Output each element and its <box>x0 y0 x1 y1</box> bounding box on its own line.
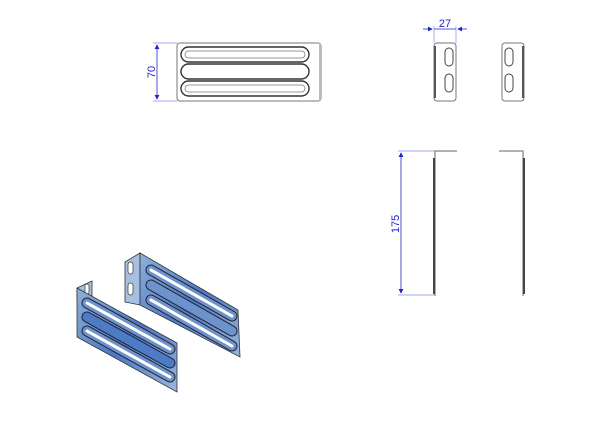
dimension-depth: 27 <box>423 18 467 43</box>
front-view: 70 <box>146 42 322 102</box>
left-top-view: 175 <box>390 150 457 296</box>
end-slot <box>504 47 514 67</box>
left-end-view: 27 <box>423 18 467 102</box>
right-end-view <box>501 42 525 102</box>
end-slot <box>444 47 454 67</box>
front-slot <box>180 63 310 80</box>
dimension-height: 70 <box>146 42 177 102</box>
dimension-height-label: 70 <box>146 66 158 78</box>
dimension-length-label: 175 <box>390 215 402 233</box>
front-slot <box>180 46 310 63</box>
iso-bracket-front <box>76 280 178 393</box>
right-top-view <box>499 150 525 296</box>
dimension-length: 175 <box>390 150 435 296</box>
isometric-view <box>76 252 241 393</box>
front-slot <box>180 80 310 97</box>
iso-bracket-back <box>124 252 241 358</box>
end-slot <box>504 73 514 93</box>
end-slot <box>444 73 454 93</box>
dimension-depth-label: 27 <box>439 18 451 30</box>
